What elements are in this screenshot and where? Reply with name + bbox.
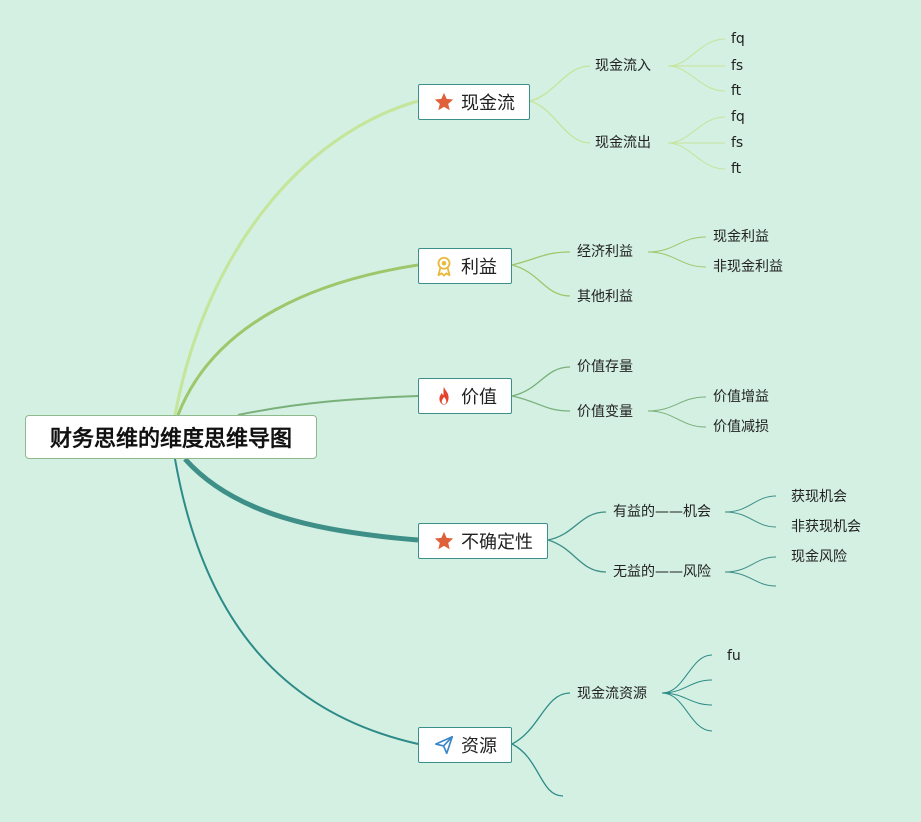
send-icon [433, 734, 455, 756]
leaf-node[interactable]: 现金风险 [791, 549, 847, 565]
leaf-node[interactable]: fq [731, 31, 745, 47]
branch-label: 利益 [461, 257, 497, 278]
root-link-uncertainty [183, 457, 419, 543]
link [661, 692, 713, 732]
branch-label: 资源 [461, 736, 497, 757]
branch-label: 价值 [461, 387, 497, 408]
subtopic-node[interactable]: 无益的——风险 [613, 564, 711, 580]
link [724, 571, 777, 587]
link [511, 743, 564, 797]
star-icon [433, 91, 455, 113]
link [724, 556, 777, 573]
branch-label: 不确定性 [461, 532, 533, 553]
leaf-node[interactable]: fs [731, 135, 744, 151]
leaf-node[interactable]: 价值增益 [713, 389, 769, 405]
link [511, 692, 571, 745]
leaf-node[interactable]: 非获现机会 [791, 519, 861, 535]
link [647, 396, 707, 412]
branch-node-resource[interactable]: 资源 [418, 727, 512, 763]
fire-icon [433, 385, 455, 407]
subtopic-node[interactable]: 现金流入 [595, 58, 651, 74]
subtopic-node[interactable]: 有益的——机会 [613, 504, 711, 520]
link [647, 251, 707, 268]
leaf-node[interactable]: ft [731, 83, 742, 99]
subtopic-node[interactable]: 现金流资源 [577, 686, 647, 702]
subtopic-node[interactable]: 价值存量 [577, 359, 633, 375]
link [661, 654, 713, 694]
star-icon [433, 530, 455, 552]
leaf-node[interactable]: 非现金利益 [713, 259, 783, 275]
root-link-value [237, 395, 419, 416]
link [724, 495, 777, 513]
link [547, 539, 607, 573]
root-link-benefit [176, 263, 419, 416]
leaf-node[interactable]: fu [727, 648, 741, 664]
leaf-node[interactable]: 获现机会 [791, 489, 847, 505]
leaf-node[interactable]: fs [731, 58, 744, 74]
link [511, 395, 571, 412]
branch-node-uncertainty[interactable]: 不确定性 [418, 523, 548, 559]
link [647, 236, 707, 253]
link [511, 264, 571, 297]
root-link-cashflow [173, 99, 419, 416]
subtopic-node[interactable]: 价值变量 [577, 404, 633, 420]
link [511, 366, 571, 397]
award-icon [433, 255, 455, 277]
branch-node-value[interactable]: 价值 [418, 378, 512, 414]
subtopic-node[interactable]: 经济利益 [577, 244, 633, 260]
leaf-node[interactable]: 现金利益 [713, 229, 769, 245]
root-node[interactable]: 财务思维的维度思维导图 [25, 415, 317, 459]
subtopic-node[interactable]: 现金流出 [595, 135, 651, 151]
link [667, 65, 726, 92]
root-link-resource [174, 458, 419, 745]
link [667, 38, 726, 67]
link [529, 65, 591, 102]
link [661, 679, 713, 694]
link [529, 100, 591, 144]
link [511, 251, 571, 266]
branch-node-benefit[interactable]: 利益 [418, 248, 512, 284]
leaf-node[interactable]: 价值减损 [713, 419, 769, 435]
leaf-node[interactable]: fq [731, 109, 745, 125]
link [667, 116, 726, 144]
branch-label: 现金流 [461, 93, 515, 114]
link [667, 142, 726, 170]
leaf-node[interactable]: ft [731, 161, 742, 177]
link [547, 511, 607, 541]
link [647, 410, 707, 428]
root-title: 财务思维的维度思维导图 [49, 427, 292, 452]
subtopic-node[interactable]: 其他利益 [577, 289, 633, 305]
link [724, 511, 777, 528]
branch-node-cashflow[interactable]: 现金流 [418, 84, 530, 120]
